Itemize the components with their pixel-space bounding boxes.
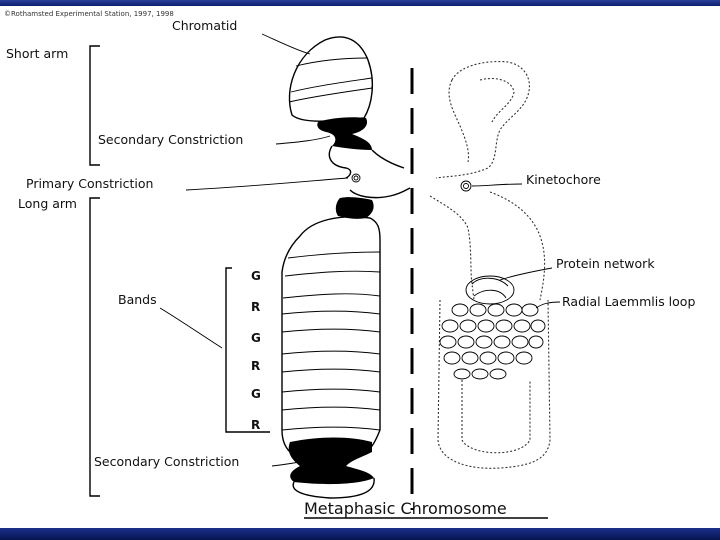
right-short-arm-outline bbox=[449, 80, 468, 162]
neck-outline bbox=[372, 150, 404, 168]
right-kinetochore-mark bbox=[464, 184, 469, 189]
radial-loop-cluster bbox=[440, 276, 545, 379]
left-kinetochore-mark bbox=[354, 176, 358, 180]
centromere-band bbox=[336, 197, 374, 219]
band-lines bbox=[282, 252, 380, 430]
band-letter: G bbox=[251, 387, 261, 401]
primary-constriction-leader bbox=[186, 178, 348, 190]
chromosome-diagram: ©Rothamsted Experimental Station, 1997, … bbox=[0, 6, 720, 528]
label-short-arm: Short arm bbox=[6, 46, 68, 61]
secondary-constriction-top-leader bbox=[276, 136, 330, 144]
right-short-arm-outline bbox=[436, 62, 529, 178]
label-long-arm: Long arm bbox=[18, 196, 77, 211]
label-chromatid: Chromatid bbox=[172, 18, 237, 33]
short-arm-head bbox=[289, 37, 372, 121]
right-short-arm-inner bbox=[480, 79, 514, 123]
label-radial-loop: Radial Laemmlis loop bbox=[562, 294, 695, 309]
label-kinetochore: Kinetochore bbox=[526, 172, 601, 187]
bands-leader bbox=[160, 308, 222, 348]
left-kinetochore-mark bbox=[352, 174, 360, 182]
secondary-constriction-bottom-band bbox=[289, 438, 374, 485]
kinetochore-leader bbox=[472, 184, 522, 186]
chromatid-leader bbox=[262, 34, 310, 54]
label-protein-network: Protein network bbox=[556, 256, 655, 271]
left-chromatid bbox=[282, 37, 410, 498]
right-long-arm-outline bbox=[490, 192, 545, 300]
right-long-arm-inner bbox=[462, 380, 530, 453]
neck-outline bbox=[329, 146, 350, 178]
protein-network-leader bbox=[500, 268, 552, 280]
long-arm-bracket bbox=[90, 198, 100, 496]
band-letter: G bbox=[251, 269, 261, 283]
bands-bracket bbox=[226, 268, 270, 432]
band-letter: R bbox=[251, 300, 260, 314]
secondary-constriction-top-band bbox=[317, 117, 372, 150]
right-kinetochore-mark bbox=[461, 181, 471, 191]
slide-canvas: ©Rothamsted Experimental Station, 1997, … bbox=[0, 6, 720, 528]
neck-outline bbox=[350, 188, 410, 198]
band-letter: G bbox=[251, 331, 261, 345]
band-letter: R bbox=[251, 418, 260, 432]
head-stripe bbox=[296, 58, 368, 66]
label-primary-constriction: Primary Constriction bbox=[26, 176, 153, 191]
label-secondary-constriction-bottom: Secondary Constriction bbox=[94, 454, 239, 469]
label-bands: Bands bbox=[118, 292, 157, 307]
band-letter: R bbox=[251, 359, 260, 373]
label-secondary-constriction-top: Secondary Constriction bbox=[98, 132, 243, 147]
copyright-text: ©Rothamsted Experimental Station, 1997, … bbox=[4, 10, 174, 18]
slide-frame-bottom bbox=[0, 528, 720, 540]
right-chromatid bbox=[430, 62, 550, 469]
diagram-title: Metaphasic Chromosome bbox=[304, 499, 507, 518]
short-arm-bracket bbox=[90, 46, 100, 165]
head-stripe bbox=[289, 88, 372, 102]
